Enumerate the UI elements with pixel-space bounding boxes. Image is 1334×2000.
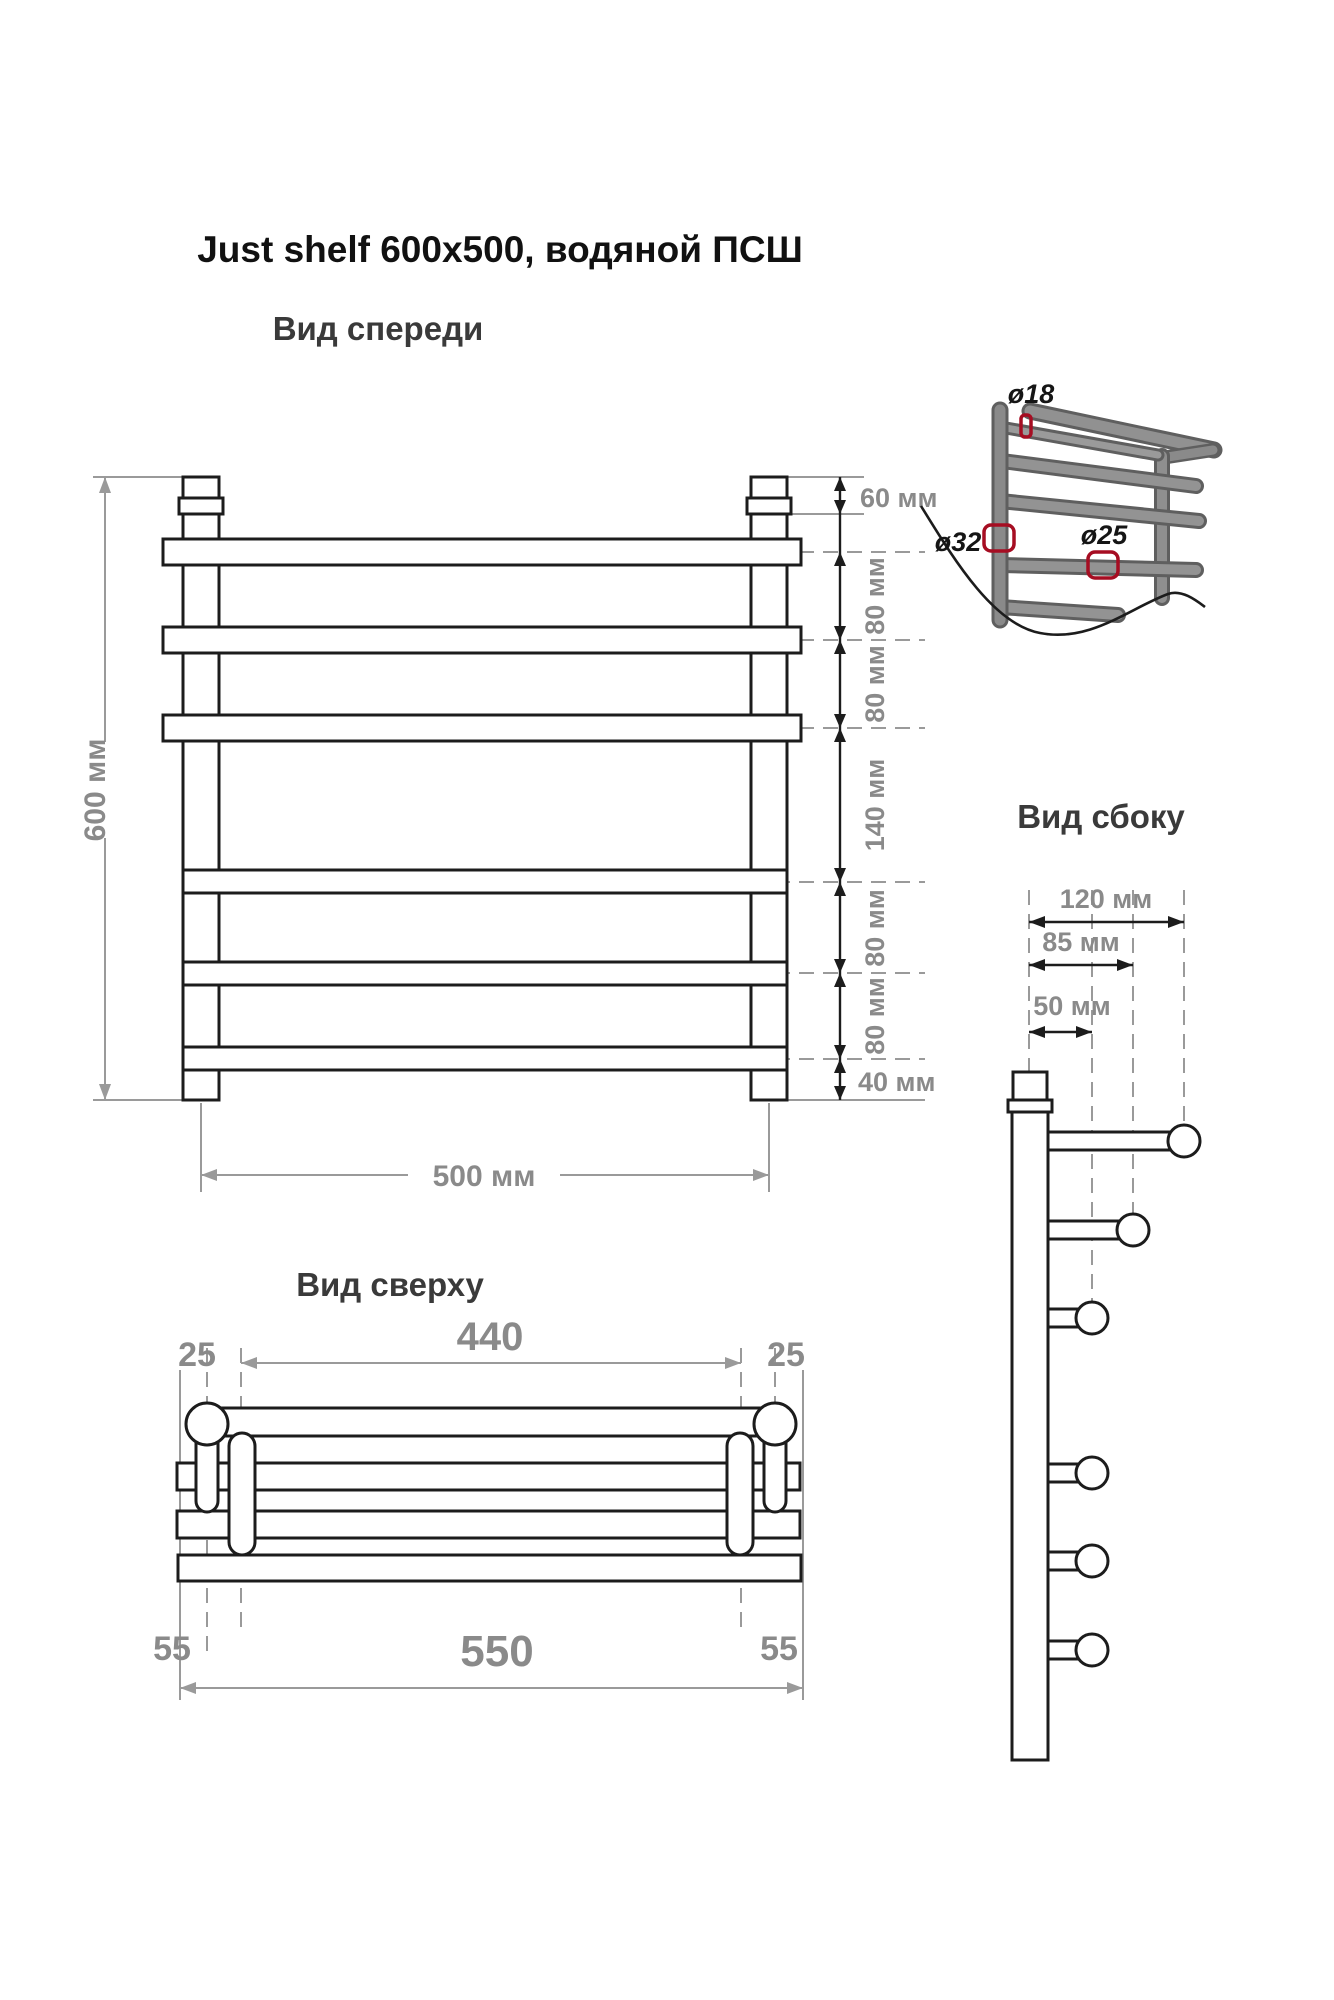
front-dim-height-label: 600 мм (79, 739, 112, 842)
front-dim-height: 600 мм (79, 477, 112, 1100)
front-view-title: Вид спереди (273, 310, 484, 347)
front-dim-gap1-label: 80 мм (860, 557, 890, 634)
front-rung-3 (161, 713, 803, 743)
top-right-collar (725, 1431, 755, 1557)
side-arm-4-end (1074, 1455, 1110, 1491)
dia-post-label: ø32 (935, 527, 982, 557)
page-title: Just shelf 600x500, водяной ПСШ (197, 229, 803, 270)
perspective-view: ø18 ø32 ø25 (919, 379, 1223, 636)
front-right-post-cap (749, 475, 789, 500)
front-drawing (161, 475, 803, 1102)
side-arm-2-end (1115, 1212, 1151, 1248)
dia-shelf-label: ø18 (1008, 379, 1055, 409)
front-dim-chain (834, 477, 846, 1100)
front-dim-bottom-label: 40 мм (858, 1067, 935, 1097)
side-post (1010, 1110, 1050, 1762)
top-bar-a (239, 1434, 743, 1465)
top-left-collar (227, 1431, 257, 1557)
top-dim-side-left-label: 55 (153, 1630, 191, 1668)
top-bar-c (205, 1488, 777, 1513)
top-shelf-rail (205, 1406, 777, 1438)
dia-rung-label: ø25 (1081, 520, 1129, 550)
front-shelf-bar (161, 537, 803, 567)
side-view: Вид сбоку 120 мм 85 мм 50 мм (1006, 798, 1202, 1762)
side-dim-mid-label: 85 мм (1042, 927, 1119, 957)
break-line (919, 505, 1206, 636)
top-dim-inner-label: 440 (457, 1315, 524, 1359)
top-view-title: Вид сверху (296, 1266, 484, 1303)
front-rung-2 (161, 625, 803, 655)
top-bar-d (175, 1509, 802, 1540)
side-dim-near: 50 мм (1029, 991, 1111, 1038)
front-rung-4 (181, 868, 789, 895)
dia-rung-marker (1086, 550, 1120, 580)
side-arm-5-end (1074, 1543, 1110, 1579)
dia-shelf-marker (1019, 413, 1033, 439)
side-dim-depth: 120 мм (1029, 884, 1184, 928)
front-dim-gapmid-label: 140 мм (860, 759, 890, 852)
dia-post-marker (982, 523, 1016, 553)
side-view-title: Вид сбоку (1017, 798, 1185, 835)
perspective-render (991, 401, 1223, 629)
front-view: Вид спереди 600 мм (79, 310, 937, 1193)
top-bar-b (175, 1461, 802, 1492)
front-left-post-cap (181, 475, 221, 500)
side-post-collar (1006, 1098, 1054, 1114)
side-arm-6-end (1074, 1632, 1110, 1668)
front-left-post (181, 512, 221, 1102)
top-drawing (175, 1401, 803, 1583)
top-left-ball (184, 1401, 230, 1447)
front-dim-gap5-label: 80 мм (860, 977, 890, 1054)
front-dim-gap2-label: 80 мм (860, 645, 890, 722)
front-rung-6 (181, 1045, 789, 1072)
top-dim-outer: 55 550 55 (153, 1627, 803, 1694)
side-dim-depth-label: 120 мм (1060, 884, 1153, 914)
top-bottom-bar (176, 1553, 803, 1583)
front-dim-width-label: 500 мм (433, 1160, 536, 1193)
top-dim-side-right-label: 55 (760, 1630, 798, 1668)
side-post-cap (1011, 1070, 1049, 1102)
front-left-post-collar (177, 496, 225, 516)
front-right-post (749, 512, 789, 1102)
front-rung-5 (181, 960, 789, 987)
front-extension-lines (93, 476, 925, 1192)
front-right-post-collar (745, 496, 793, 516)
top-dim-outer-label: 550 (460, 1627, 533, 1676)
side-dim-mid: 85 мм (1029, 927, 1133, 971)
side-dim-near-label: 50 мм (1033, 991, 1110, 1021)
top-bar-e (239, 1536, 743, 1557)
side-arm-1 (1046, 1130, 1186, 1152)
top-dim-cap-right-label: 25 (767, 1336, 805, 1374)
side-drawing (1006, 1070, 1202, 1762)
front-dim-top-label: 60 мм (860, 483, 937, 513)
front-dim-width: 500 мм (201, 1160, 769, 1193)
front-dim-gap4-label: 80 мм (860, 889, 890, 966)
top-right-ball (752, 1401, 798, 1447)
side-arm-1-end (1166, 1123, 1202, 1159)
side-arm-3-end (1074, 1300, 1110, 1336)
top-view: Вид сверху 440 25 25 (153, 1266, 805, 1700)
top-dim-inner: 440 (241, 1315, 741, 1369)
top-dim-cap-left-label: 25 (178, 1336, 216, 1374)
